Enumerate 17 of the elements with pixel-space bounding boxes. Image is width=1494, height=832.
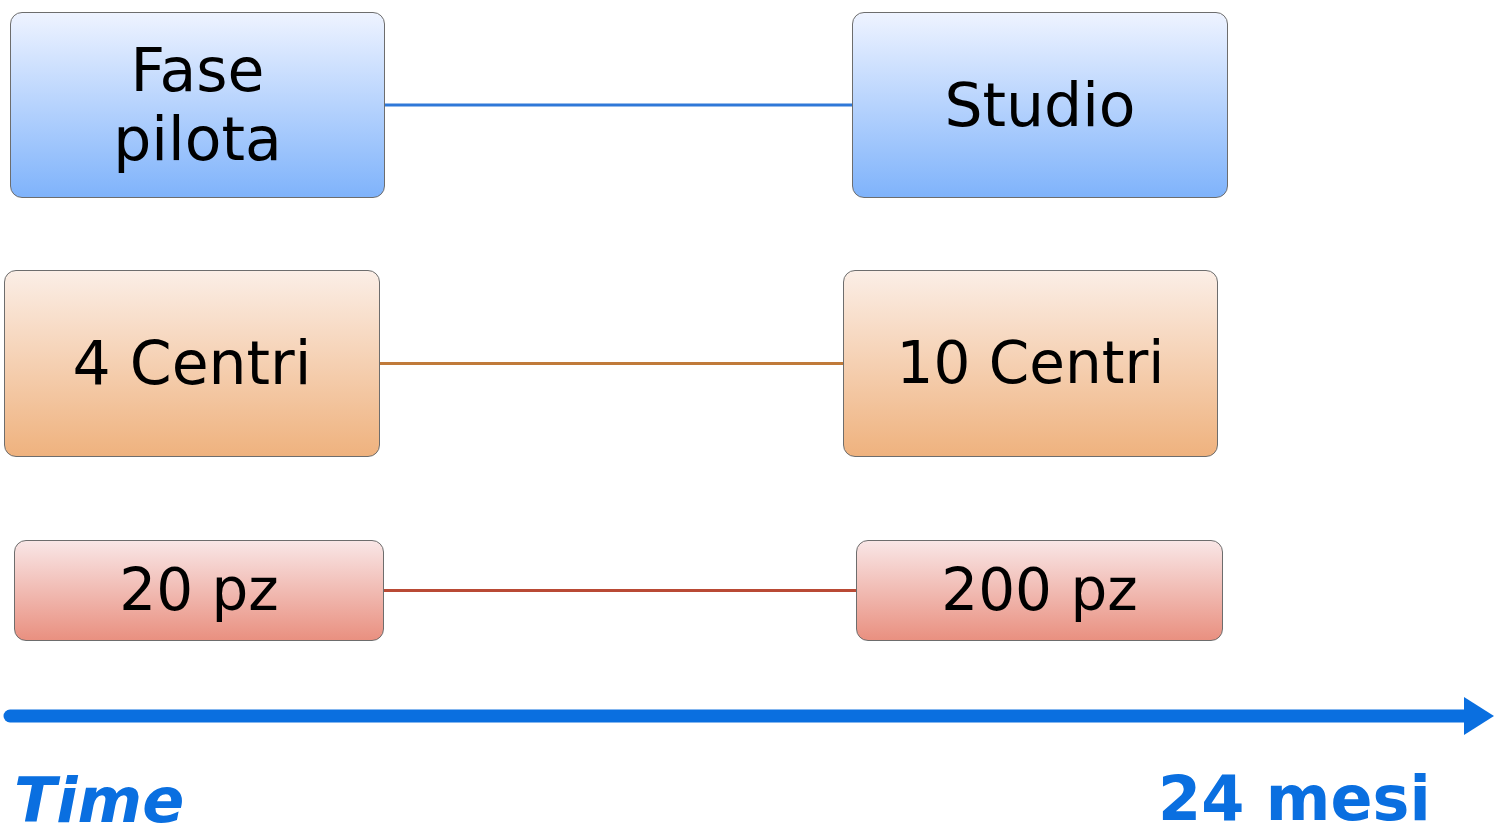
process-box <box>843 270 1218 457</box>
box-label: 10 Centri <box>896 330 1165 397</box>
box-label: 200 pz <box>941 557 1138 624</box>
process-box <box>4 270 380 457</box>
process-box <box>852 12 1228 198</box>
axis-label: 24 mesi <box>1158 768 1431 830</box>
box-label: Studio <box>944 70 1136 140</box>
box-label: 4 Centri <box>72 329 312 398</box>
process-box <box>14 540 384 641</box>
box-label: 20 pz <box>119 557 279 624</box>
connector-line <box>385 103 852 107</box>
process-box <box>856 540 1223 641</box>
box-label: Fase pilota <box>112 36 283 174</box>
connector-line <box>380 362 843 365</box>
process-box <box>10 12 385 198</box>
axis-label: Time <box>14 770 185 832</box>
connector-line <box>384 589 856 592</box>
